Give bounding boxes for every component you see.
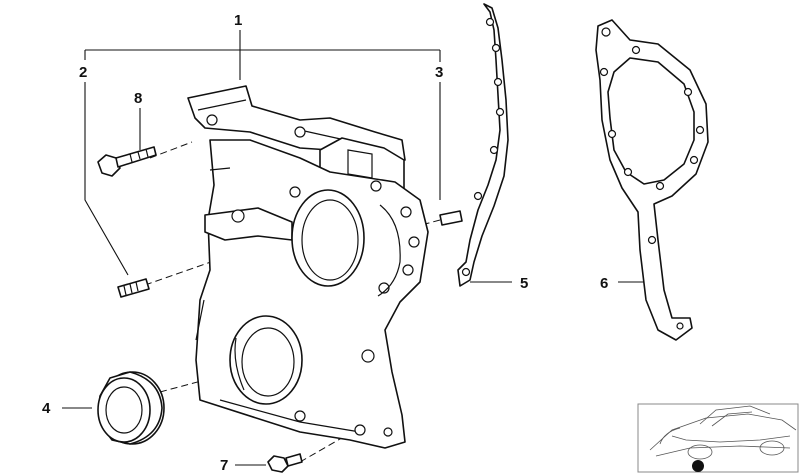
callout-5: 5 <box>520 275 528 292</box>
shaft-seal-icon <box>97 371 165 445</box>
locator-marker-dot <box>692 460 704 472</box>
bolt-icon <box>97 146 157 177</box>
callout-7: 7 <box>220 457 228 473</box>
vehicle-locator-icon <box>637 403 799 473</box>
gasket-icon <box>457 3 509 287</box>
dowel-pin-icon <box>439 210 463 226</box>
bolt-icon <box>267 453 303 473</box>
callout-labels: 1 2 3 4 5 6 7 8 <box>42 12 608 473</box>
callout-3: 3 <box>435 64 443 81</box>
timing-case-cover-icon <box>187 85 429 449</box>
callout-1: 1 <box>234 12 242 29</box>
callout-8: 8 <box>134 90 142 107</box>
callout-6: 6 <box>600 275 608 292</box>
dowel-pin-icon <box>117 278 150 298</box>
gasket-icon <box>595 19 709 341</box>
callout-2: 2 <box>79 64 87 81</box>
callout-4: 4 <box>42 400 51 417</box>
